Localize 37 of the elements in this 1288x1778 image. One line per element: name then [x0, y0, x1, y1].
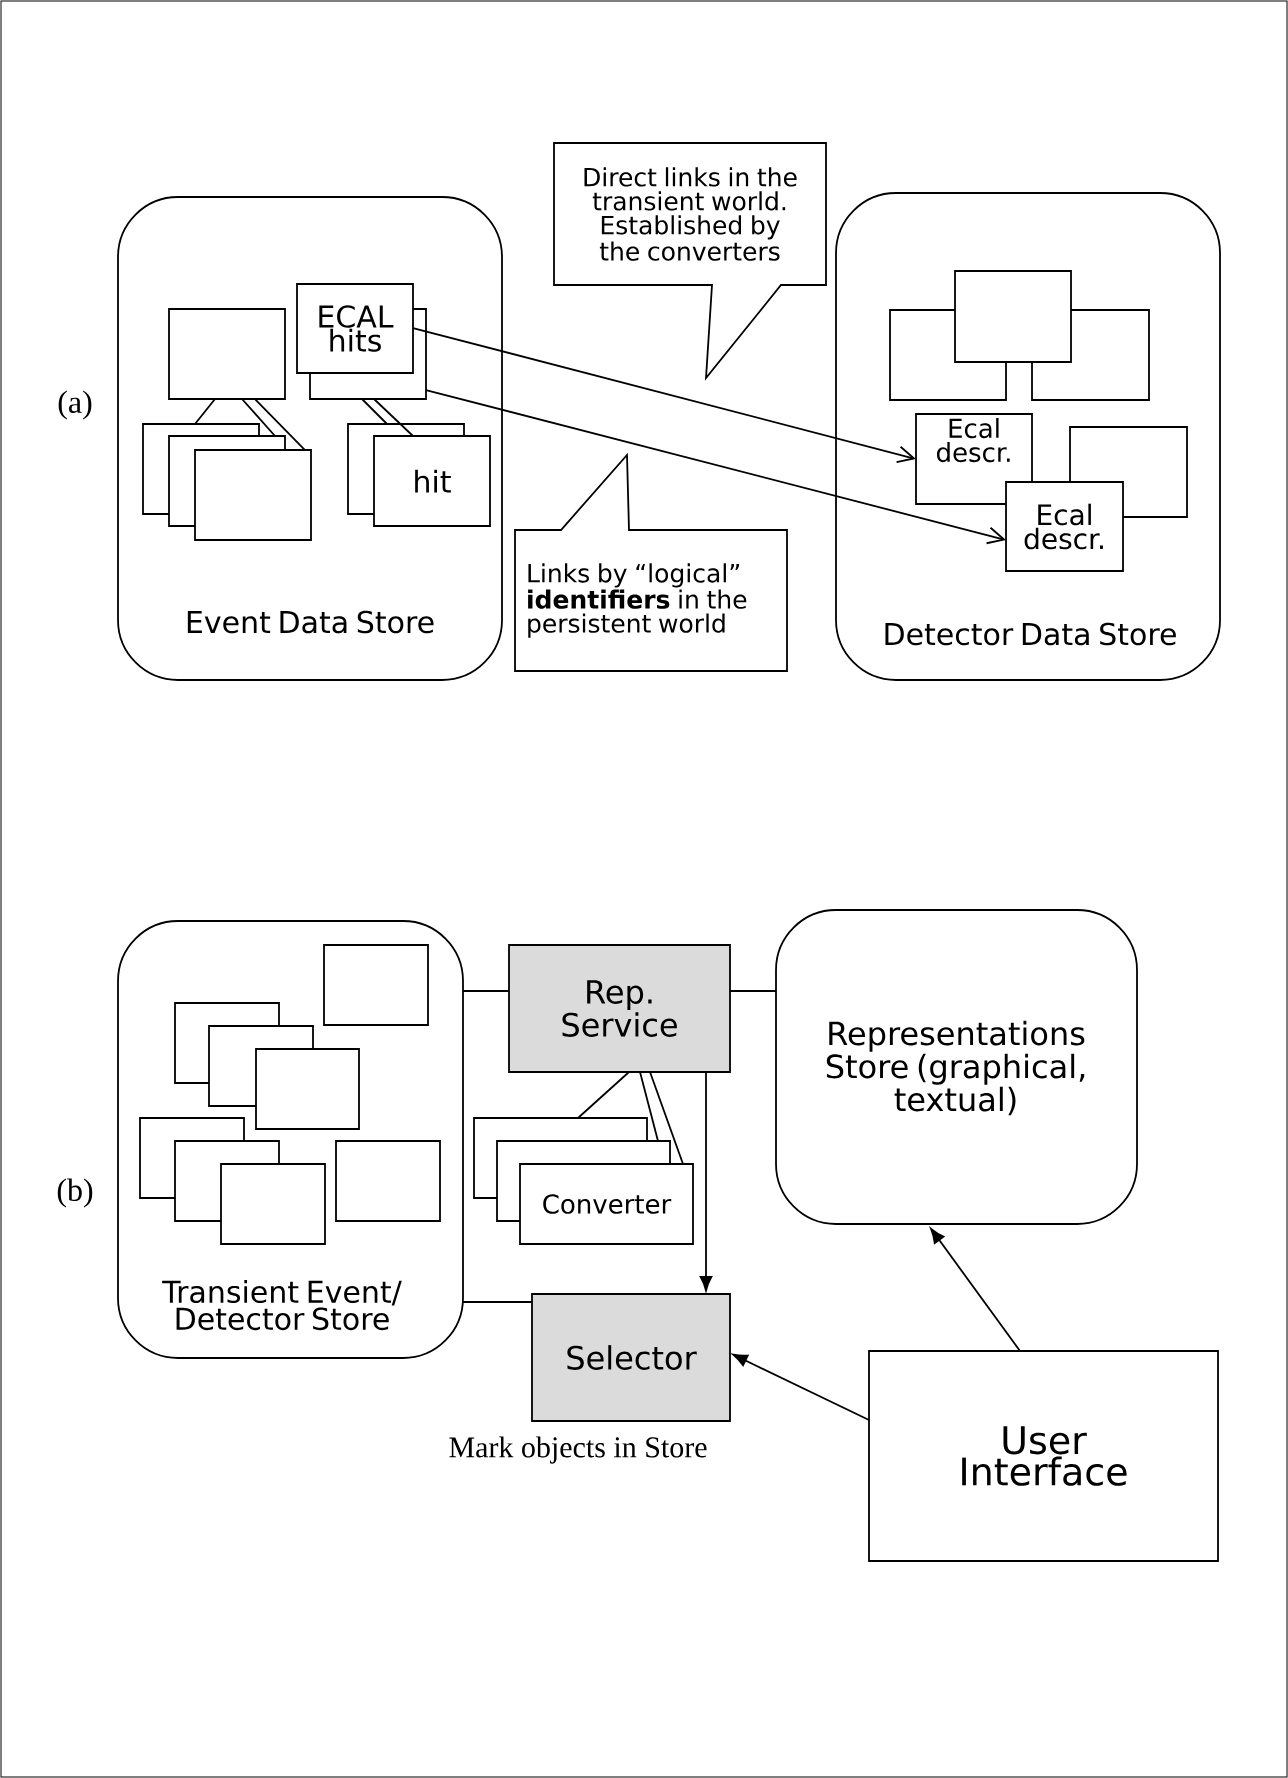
connector-line — [373, 398, 414, 437]
object-box: Ecal descr. — [1005, 481, 1124, 572]
object-box: Converter — [519, 1163, 694, 1245]
empty-box — [255, 1048, 360, 1130]
empty-box — [220, 1163, 326, 1245]
connector-line — [194, 398, 216, 425]
object-box: User Interface — [868, 1350, 1219, 1562]
service-box: Rep. Service — [508, 944, 731, 1073]
connector-line — [254, 398, 306, 451]
connector-line — [639, 1071, 659, 1142]
arrow — [930, 1228, 1021, 1352]
connector-line — [241, 398, 276, 437]
arrow — [425, 389, 1006, 545]
store-container: Representations Store (graphical, textual) — [775, 909, 1138, 1225]
service-box: Selector — [531, 1293, 731, 1422]
callout-box: Direct links in the transient world. Established by the converters — [553, 142, 827, 381]
connector-line — [462, 1301, 533, 1303]
connector-line — [649, 1071, 684, 1165]
empty-box — [168, 308, 286, 400]
connector-line — [361, 398, 388, 425]
panel-label: (b) — [57, 1178, 93, 1208]
object-box: hit — [373, 435, 491, 527]
callout-box: Links by “logical” identifiers in the persistent world — [514, 452, 788, 672]
empty-box — [335, 1140, 441, 1222]
empty-box — [323, 944, 429, 1026]
connector-line — [462, 990, 510, 992]
caption-text: Mark objects in Store — [449, 1436, 707, 1464]
arrow — [699, 1071, 713, 1292]
empty-box — [194, 449, 312, 541]
empty-box — [954, 270, 1072, 363]
connector-line — [729, 990, 777, 992]
panel-label: (a) — [58, 390, 92, 420]
object-box: Ecal descr. — [915, 413, 1033, 505]
arrow — [412, 327, 916, 464]
arrow — [732, 1353, 870, 1421]
connector-line — [577, 1071, 630, 1119]
object-box: ECAL hits — [296, 283, 414, 374]
